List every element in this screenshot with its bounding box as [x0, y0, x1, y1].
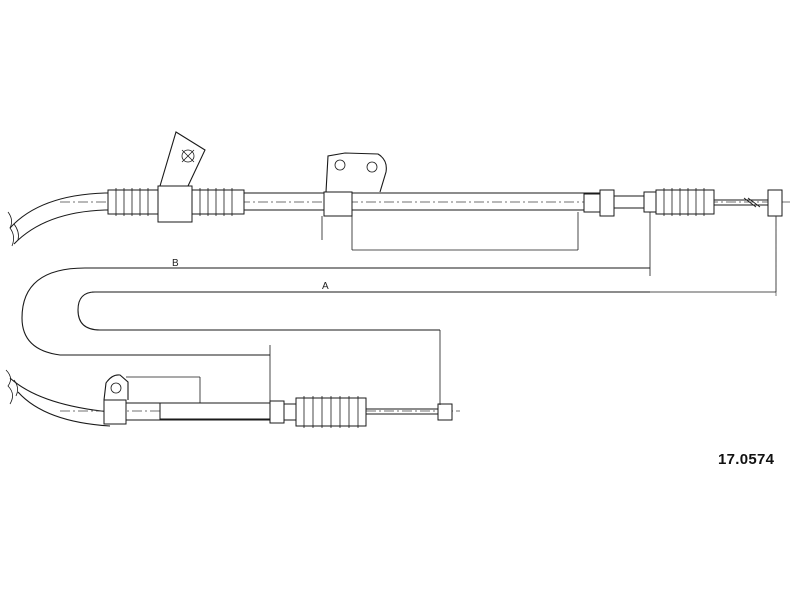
dimension-label-a: A [322, 281, 329, 292]
upper-end-fitting [583, 188, 783, 217]
lower-end-fitting [269, 330, 453, 428]
upper-mounting-bracket [157, 131, 206, 223]
cable-loop [9, 192, 650, 427]
lower-sleeve [159, 345, 271, 420]
part-number: 17.0574 [718, 451, 775, 468]
upper-left-bellows [107, 188, 159, 216]
dimension-label-b: B [172, 258, 179, 269]
lower-cable [60, 330, 460, 428]
dimension-lines [92, 267, 776, 293]
upper-cable [60, 131, 790, 296]
upper-plate-bracket [323, 152, 387, 217]
upper-dimension-leaders [321, 212, 777, 296]
upper-mid-bellows [191, 188, 245, 216]
